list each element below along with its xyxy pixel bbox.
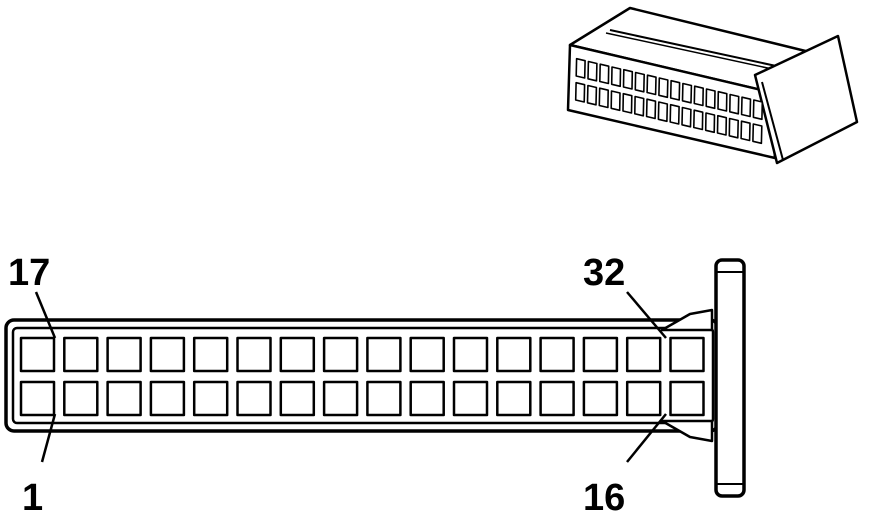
leader-line-1 [40, 413, 57, 463]
connector-end-flange [714, 258, 746, 498]
cavity-pin-8 [322, 380, 359, 417]
cavity-grid [19, 336, 705, 417]
cavity-pin-3 [106, 380, 142, 417]
pin-label-17: 17 [8, 252, 50, 294]
pin-label-1: 1 [22, 477, 43, 518]
connector-flange [753, 34, 859, 165]
iso-cavity [622, 68, 634, 90]
cavity-pin-16 [669, 380, 705, 417]
cavity-pin-12 [496, 380, 532, 417]
isometric-cavity-grid [574, 57, 764, 145]
cavity-pin-10 [409, 380, 445, 417]
cavity-pin-31 [625, 336, 662, 373]
cavity-pin-18 [63, 336, 99, 373]
iso-cavity [728, 117, 740, 139]
iso-cavity [610, 90, 621, 112]
cavity-pin-11 [452, 380, 489, 417]
iso-cavity [716, 114, 728, 136]
cavity-pin-28 [496, 336, 532, 373]
cavity-pin-29 [539, 336, 575, 373]
pin-label-16: 16 [583, 477, 625, 518]
connector-isometric-view [566, 6, 859, 165]
cavity-pin-26 [409, 336, 445, 373]
iso-cavity [740, 120, 751, 142]
iso-cavity [575, 57, 586, 79]
leader-line-17 [34, 291, 57, 339]
cavity-pin-17 [19, 336, 56, 373]
latch-tab-top [660, 308, 714, 332]
iso-cavity [586, 84, 598, 106]
cavity-pin-21 [192, 336, 229, 373]
iso-cavity [610, 66, 622, 88]
iso-cavity [658, 77, 669, 99]
cavity-pin-1 [19, 380, 56, 417]
cavity-pin-20 [149, 336, 186, 373]
leader-line-32 [626, 291, 667, 339]
cavity-pin-7 [279, 380, 316, 417]
iso-cavity [634, 71, 646, 93]
iso-cavity [646, 74, 657, 96]
iso-cavity [645, 98, 657, 120]
cavity-pin-6 [236, 380, 272, 417]
iso-cavity [657, 101, 669, 123]
cavity-pin-23 [279, 336, 316, 373]
connector-inner-housing [11, 326, 715, 425]
leader-line-16 [626, 413, 667, 463]
iso-cavity [633, 95, 645, 117]
iso-cavity [740, 96, 752, 118]
iso-cavity [587, 60, 598, 82]
iso-cavity [598, 63, 610, 85]
leader-lines [34, 291, 667, 463]
iso-cavity [693, 85, 705, 107]
cavity-pin-30 [582, 336, 619, 373]
cavity-pin-14 [582, 380, 619, 417]
iso-cavity [622, 92, 633, 114]
cavity-pin-24 [322, 336, 359, 373]
cavity-pin-27 [452, 336, 489, 373]
cavity-pin-25 [366, 336, 402, 373]
iso-cavity [669, 79, 681, 101]
cavity-pin-15 [625, 380, 662, 417]
cavity-pin-4 [149, 380, 186, 417]
connector-end-view [4, 258, 746, 498]
iso-cavity [681, 106, 692, 128]
pin-label-32: 32 [583, 252, 625, 294]
iso-cavity [752, 99, 764, 121]
cavity-pin-5 [192, 380, 229, 417]
cavity-pin-13 [539, 380, 575, 417]
iso-cavity [705, 88, 716, 110]
iso-cavity [728, 93, 740, 115]
cavity-pin-19 [106, 336, 142, 373]
iso-cavity [704, 112, 716, 134]
iso-cavity [752, 123, 763, 145]
iso-cavity [717, 90, 728, 112]
iso-cavity [598, 87, 610, 109]
cavity-pin-2 [63, 380, 99, 417]
cavity-pin-32 [669, 336, 705, 373]
iso-cavity [681, 82, 693, 104]
iso-cavity [692, 109, 704, 131]
latch-tab-bottom [660, 419, 714, 443]
iso-cavity [669, 103, 680, 125]
cavity-pin-9 [366, 380, 402, 417]
cavity-pin-22 [236, 336, 272, 373]
iso-cavity [574, 81, 586, 103]
